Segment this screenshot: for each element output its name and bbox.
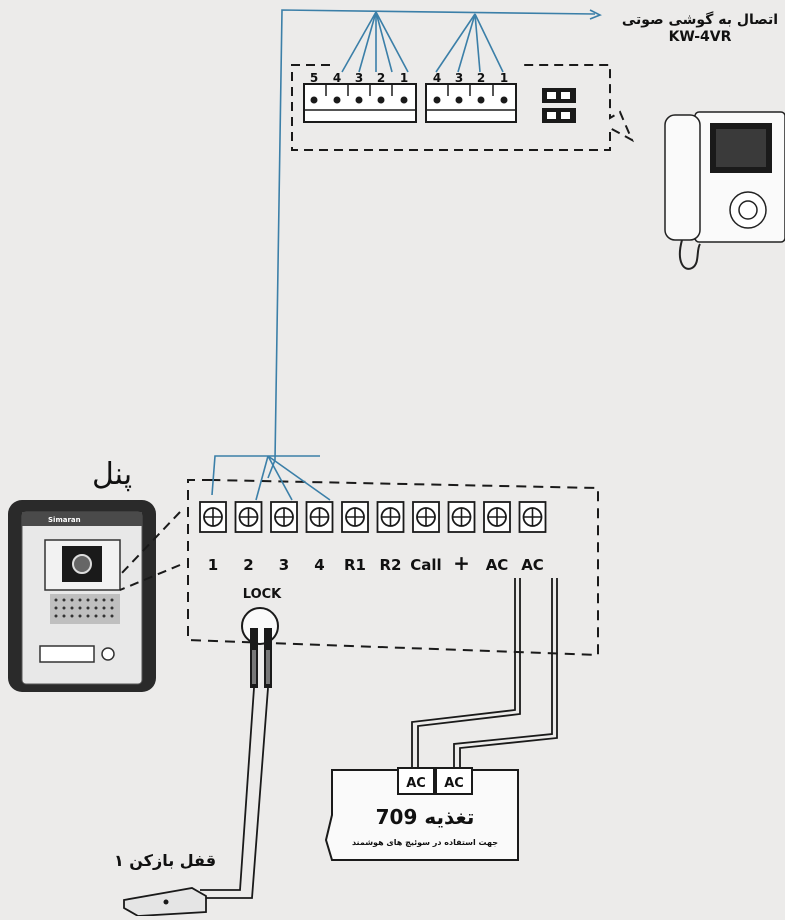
terminal-screw: [270, 501, 298, 533]
lock-wire: [200, 687, 269, 899]
handset-monitor-icon: [664, 111, 785, 270]
terminal-screw: [305, 501, 334, 533]
terminal-label: 1: [208, 556, 218, 574]
pin-label: 3: [355, 71, 363, 85]
terminal-label: AC: [521, 556, 544, 574]
terminal-block-4pin: 4 3 2 1: [425, 71, 517, 123]
pin-label: 1: [400, 71, 408, 85]
main-terminal-row: 1 2 3 4 R1 R2 Call + AC AC: [199, 501, 547, 575]
pin-label: 4: [433, 71, 441, 85]
terminal-label: AC: [486, 556, 509, 574]
top-connector-box: 5 4 3 2 1 4 3 2 1: [291, 64, 635, 151]
terminal-block-5pin: 5 4 3 2 1: [303, 71, 417, 123]
blue-wire-top: [267, 9, 602, 479]
pin-label: 3: [455, 71, 463, 85]
psu-terminal-label: AC: [444, 776, 464, 791]
terminal-label: 4: [314, 556, 324, 574]
terminal-label: +: [453, 551, 470, 575]
terminal-label: Call: [410, 556, 441, 574]
terminal-screw: [518, 501, 547, 533]
terminal-label: R2: [380, 556, 402, 574]
ac-wire: [411, 578, 558, 770]
main-board-box: [187, 479, 599, 657]
panel-label: پنل: [92, 457, 132, 492]
terminal-label: 2: [243, 556, 253, 574]
terminal-screw: [341, 501, 369, 533]
terminal-screw: [483, 501, 511, 533]
terminal-screw: [412, 501, 440, 533]
terminal-screw: [234, 501, 263, 533]
power-supply-box: AC AC تغذیه 709 جهت استفاده در سوئیچ های…: [324, 767, 519, 861]
panel-callout: [119, 511, 181, 591]
terminal-screw: [447, 501, 476, 533]
terminal-label: R1: [344, 556, 366, 574]
pin-label: 5: [310, 71, 318, 85]
lock-connector: [241, 607, 279, 688]
psu-terminal-label: AC: [406, 776, 426, 791]
lock-device-label: قفل بازکن ۱: [114, 851, 216, 870]
door-panel-icon: Simaran: [8, 500, 156, 692]
terminal-screw: [199, 501, 227, 533]
pin-label: 1: [500, 71, 508, 85]
psu-subtitle: جهت استفاده در سوئیچ های هوشمند: [352, 838, 498, 847]
terminal-label: 3: [279, 556, 289, 574]
door-lock-icon: [123, 887, 207, 917]
handset-title: اتصال به گوشی صوتی: [622, 11, 778, 28]
psu-title: تغذیه 709: [376, 805, 475, 829]
lock-label: LOCK: [243, 587, 282, 602]
terminal-screw: [376, 501, 405, 533]
small-connector-icon: [542, 88, 576, 123]
handset-model: KW-4VR: [669, 29, 732, 45]
pin-label: 4: [333, 71, 341, 85]
blue-wire-board: [211, 455, 331, 501]
panel-brand: Simaran: [48, 516, 81, 524]
pin-label: 2: [477, 71, 485, 85]
pin-label: 2: [377, 71, 385, 85]
